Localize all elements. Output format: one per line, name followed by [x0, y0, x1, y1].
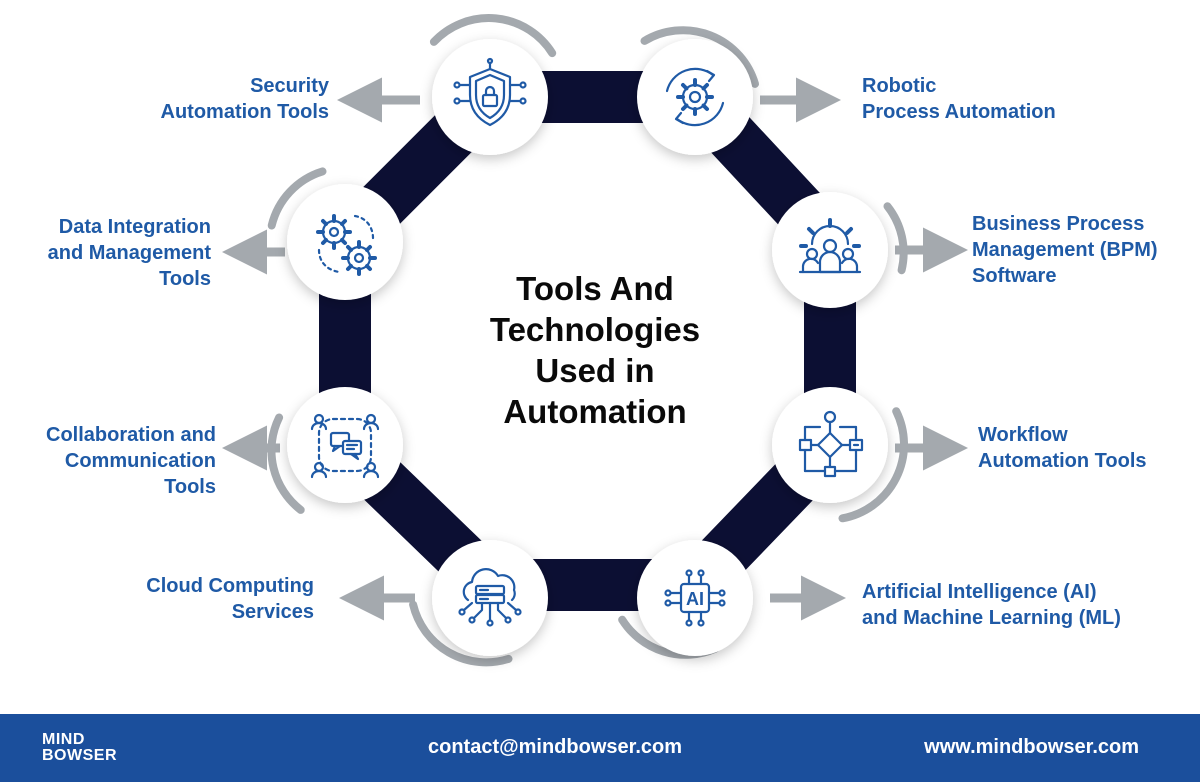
arc-cloud — [409, 600, 513, 667]
cloud-server-icon — [458, 568, 522, 627]
ai-chip-glyph: AI — [686, 589, 704, 609]
diagram-canvas: AI Tools And Technologies Used in Automa… — [46, 14, 1158, 667]
label-line: Data Integration — [58, 216, 211, 238]
label-line: Services — [231, 601, 314, 623]
label-line: Automation Tools — [978, 450, 1147, 472]
arc-bpm — [883, 202, 908, 275]
label-bpm: Business Process Management (BPM) Softwa… — [972, 211, 1158, 289]
website-link[interactable]: www.mindbowser.com — [924, 736, 1139, 758]
title-line: Tools And — [516, 270, 674, 307]
arc-data — [267, 167, 327, 230]
label-line: Process Automation — [862, 101, 1056, 123]
arc-rpa — [640, 26, 759, 88]
label-line: Business Process — [972, 213, 1145, 235]
label-line: Artificial Intelligence (AI) — [862, 581, 1097, 603]
label-security: Security Automation Tools — [161, 73, 330, 125]
logo-line: BOWSER — [42, 747, 117, 764]
label-workflow: Workflow Automation Tools — [978, 422, 1147, 474]
node-circle-rpa — [637, 39, 753, 155]
label-line: Security — [250, 75, 329, 97]
chat-users-icon — [310, 413, 380, 479]
label-line: Tools — [164, 476, 216, 498]
flowchart-icon — [798, 410, 864, 478]
title-line: Used in — [535, 352, 655, 389]
label-line: Workflow — [978, 424, 1068, 446]
label-line: Software — [972, 265, 1057, 287]
gear-cycle-icon — [665, 67, 725, 127]
label-line: Collaboration and — [46, 424, 216, 446]
label-line: Robotic — [862, 75, 937, 97]
gears-icon — [316, 214, 377, 276]
label-line: Tools — [159, 268, 211, 290]
label-ai: Artificial Intelligence (AI) and Machine… — [862, 579, 1121, 631]
label-line: Communication — [64, 450, 216, 472]
node-circle-security — [432, 39, 548, 155]
node-circle-cloud — [432, 540, 548, 656]
center-title: Tools And Technologies Used in Automatio… — [430, 268, 760, 432]
mindbowser-logo: MIND BOWSER — [42, 732, 117, 764]
diagram-graphic: AI — [222, 14, 968, 667]
node-circle-bpm — [772, 192, 888, 308]
label-data: Data Integration and Management Tools — [48, 214, 211, 292]
title-line: Technologies — [489, 311, 701, 348]
label-line: Management (BPM) — [972, 239, 1158, 261]
shield-lock-icon — [453, 57, 527, 127]
node-circle-workflow — [772, 387, 888, 503]
contact-email[interactable]: contact@mindbowser.com — [428, 736, 682, 758]
arc-security — [429, 14, 557, 58]
arc-collab — [267, 413, 305, 514]
label-collab: Collaboration and Communication Tools — [46, 422, 216, 500]
footer-bar: MIND BOWSER contact@mindbowser.com www.m… — [0, 714, 1200, 782]
team-gear-icon — [798, 218, 862, 274]
label-line: Cloud Computing — [146, 575, 314, 597]
title-line: Automation — [503, 393, 687, 430]
ai-chip-icon — [664, 569, 726, 627]
label-line: Automation Tools — [160, 101, 330, 123]
label-line: and Machine Learning (ML) — [862, 607, 1121, 629]
logo-line: MIND — [42, 731, 85, 748]
label-cloud: Cloud Computing Services — [146, 573, 314, 625]
arc-workflow — [838, 407, 909, 523]
label-rpa: Robotic Process Automation — [862, 73, 1056, 125]
node-circle-ai — [637, 540, 753, 656]
label-line: and Management — [47, 242, 211, 264]
